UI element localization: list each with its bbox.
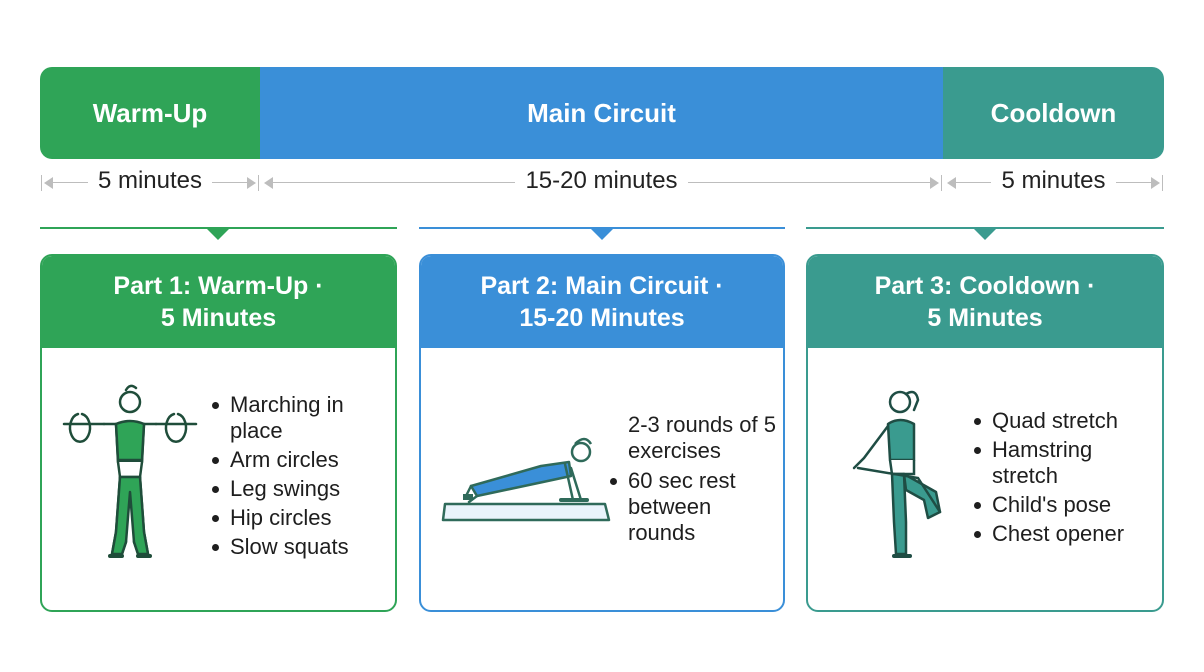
timeline-bar: Warm-Up Main Circuit Cooldown	[40, 67, 1164, 159]
duration-label: 15-20 minutes	[515, 167, 688, 194]
divider-cooldown	[806, 227, 1164, 229]
exercise-list: 60 sec rest between rounds	[608, 468, 778, 549]
list-item: Hip circles	[210, 505, 390, 531]
plank-figure-icon	[441, 437, 611, 522]
list-item: Child's pose	[972, 492, 1157, 518]
duration-tick	[941, 175, 942, 191]
card-warm-up: Part 1: Warm-Up · 5 Minutes March	[40, 254, 397, 612]
segment-label: Main Circuit	[527, 97, 676, 128]
arrow-right-icon	[1151, 177, 1160, 189]
duration-row: 5 minutes 15-20 minutes 5 minutes	[40, 165, 1164, 201]
card-cooldown: Part 3: Cooldown · 5 Minutes Quad stretc…	[806, 254, 1164, 612]
card-title-line1: Part 3: Cooldown ·	[874, 272, 1096, 300]
list-item: Marching in place	[210, 392, 390, 444]
list-item: Hamstring stretch	[972, 437, 1157, 489]
notch-down-icon	[974, 229, 996, 240]
segment-label: Warm-Up	[92, 97, 208, 128]
list-item: Chest opener	[972, 521, 1157, 547]
arm-circles-figure-icon	[62, 384, 198, 558]
quad-stretch-figure-icon	[852, 390, 942, 558]
circuit-lead-text: 2-3 rounds of 5 exercises	[628, 412, 776, 463]
list-item: Leg swings	[210, 476, 390, 502]
arrow-right-icon	[247, 177, 256, 189]
notch-down-icon	[207, 229, 229, 240]
list-item: 60 sec rest between rounds	[608, 468, 778, 546]
list-item: Slow squats	[210, 534, 390, 560]
card-title-line1: Part 2: Main Circuit ·	[480, 272, 724, 300]
card-header: Part 1: Warm-Up · 5 Minutes	[42, 256, 395, 348]
card-title-line1: Part 1: Warm-Up ·	[113, 272, 324, 300]
timeline-segment-warm-up: Warm-Up	[40, 67, 260, 159]
segment-label: Cooldown	[990, 97, 1117, 128]
card-body: Marching in place Arm circles Leg swings…	[42, 348, 395, 610]
exercise-list: Marching in place Arm circles Leg swings…	[210, 392, 390, 563]
duration-tick	[258, 175, 259, 191]
arrow-right-icon	[930, 177, 939, 189]
card-body: 2-3 rounds of 5 exercises 60 sec rest be…	[421, 348, 783, 610]
arrow-left-icon	[44, 177, 53, 189]
divider-warm-up	[40, 227, 397, 229]
card-body: Quad stretch Hamstring stretch Child's p…	[808, 348, 1162, 610]
card-header: Part 3: Cooldown · 5 Minutes	[808, 256, 1162, 348]
duration-tick	[41, 175, 42, 191]
arrow-left-icon	[947, 177, 956, 189]
duration-tick	[1162, 175, 1163, 191]
duration-cooldown: 5 minutes	[943, 165, 1164, 201]
duration-warm-up: 5 minutes	[40, 165, 260, 201]
card-main-circuit: Part 2: Main Circuit · 15-20 Minutes 2-3…	[419, 254, 785, 612]
timeline-segment-cooldown: Cooldown	[943, 67, 1164, 159]
timeline-segment-main-circuit: Main Circuit	[260, 67, 943, 159]
list-item: Arm circles	[210, 447, 390, 473]
list-item: Quad stretch	[972, 408, 1157, 434]
duration-label: 5 minutes	[991, 167, 1116, 194]
card-header: Part 2: Main Circuit · 15-20 Minutes	[421, 256, 783, 348]
duration-label: 5 minutes	[87, 167, 213, 194]
exercise-list: Quad stretch Hamstring stretch Child's p…	[972, 408, 1157, 550]
card-title-line2: 5 Minutes	[160, 304, 277, 332]
divider-main-circuit	[419, 227, 785, 229]
arrow-left-icon	[264, 177, 273, 189]
duration-main-circuit: 15-20 minutes	[260, 165, 943, 201]
card-title-line2: 5 Minutes	[927, 304, 1043, 332]
card-title-line2: 15-20 Minutes	[519, 304, 685, 332]
notch-down-icon	[591, 229, 613, 240]
